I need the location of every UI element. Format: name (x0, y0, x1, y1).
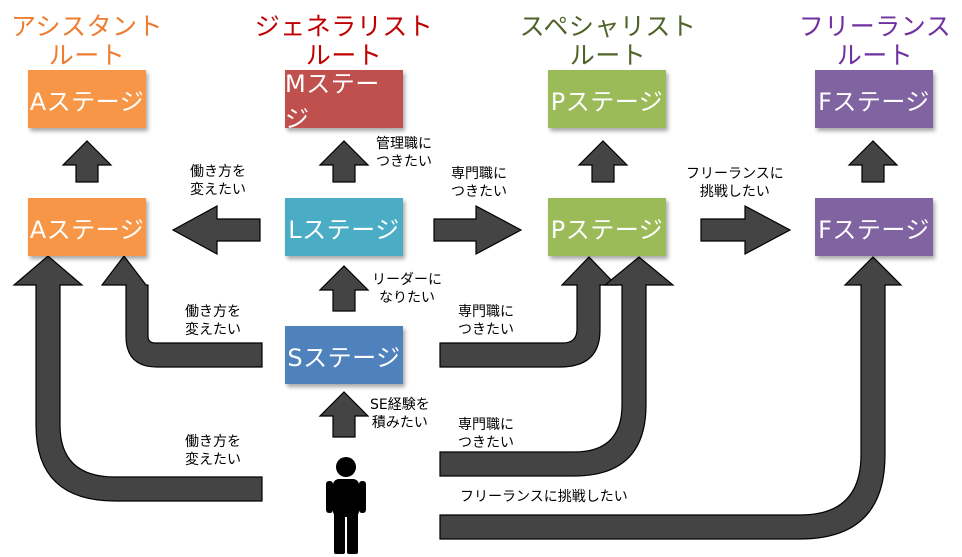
arrow-s-to-a (100, 255, 263, 368)
note-s-to-p-line2: つきたい (458, 322, 514, 338)
note-s-to-a-line2: 変えたい (185, 322, 241, 338)
arrow-start-to-a (12, 255, 263, 502)
route-title-generalist-line2: ルート (305, 41, 383, 70)
note-start-to-s: SE経験を 積みたい (370, 396, 430, 432)
note-p-to-f: フリーランスに 挑戦したい (686, 165, 784, 201)
route-title-specialist: スペシャリスト ルート (510, 12, 706, 70)
note-start-to-p-line1: 専門職に (458, 417, 514, 433)
stage-p-mid: Pステージ (548, 198, 666, 256)
note-s-to-p-line1: 専門職に (458, 304, 514, 320)
note-l-to-p-line2: つきたい (451, 184, 507, 200)
note-start-to-p: 専門職に つきたい (458, 416, 514, 452)
person-icon (326, 457, 366, 554)
note-s-to-a-line1: 働き方を (185, 304, 241, 320)
arrow-a-mid-to-a-top (61, 140, 113, 183)
arrow-s-to-l (318, 265, 370, 312)
route-title-assistant: アシスタント ルート (2, 12, 172, 70)
note-l-to-m-line1: 管理職に (376, 136, 432, 152)
note-start-to-s-line2: 積みたい (371, 415, 428, 431)
route-title-assistant-line1: アシスタント (10, 12, 163, 41)
route-title-freelance: フリーランス ルート (790, 12, 960, 70)
note-l-to-m: 管理職に つきたい (376, 135, 432, 171)
note-start-to-a-line1: 働き方を (185, 434, 241, 450)
note-start-to-p-line2: つきたい (458, 435, 514, 451)
note-l-to-p: 専門職に つきたい (451, 165, 507, 201)
note-l-to-a: 働き方を 変えたい (190, 163, 246, 199)
note-s-to-p: 専門職に つきたい (458, 303, 514, 339)
note-l-to-a-line1: 働き方を (190, 164, 246, 180)
note-start-to-a: 働き方を 変えたい (185, 433, 241, 469)
route-title-generalist: ジェネラリスト ルート (248, 12, 440, 70)
stage-f-mid: Fステージ (815, 198, 933, 256)
arrow-p-mid-to-p-top (577, 140, 629, 183)
stage-a-mid: Aステージ (28, 198, 146, 256)
arrow-p-to-f (700, 205, 792, 255)
route-title-freelance-line2: ルート (836, 41, 914, 70)
arrow-f-mid-to-f-top (847, 140, 899, 183)
arrow-start-to-p (439, 256, 675, 477)
note-start-to-s-line1: SE経験を (370, 397, 430, 413)
arrow-start-to-f (439, 256, 903, 540)
stage-f-top: Fステージ (815, 70, 933, 128)
route-title-specialist-line1: スペシャリスト (519, 12, 697, 41)
note-s-to-l: リーダーに なりたい (372, 271, 442, 307)
stage-s: Sステージ (285, 326, 403, 384)
note-s-to-l-line1: リーダーに (372, 272, 442, 288)
stage-m: Mステージ (285, 70, 403, 133)
note-l-to-a-line2: 変えたい (190, 182, 246, 198)
note-start-to-f: フリーランスに挑戦したい (460, 488, 628, 506)
stage-l: Lステージ (285, 198, 403, 256)
note-start-to-a-line2: 変えたい (185, 452, 241, 468)
note-p-to-f-line1: フリーランスに (686, 166, 784, 182)
note-p-to-f-line2: 挑戦したい (699, 184, 770, 200)
arrow-l-to-p (433, 205, 523, 255)
stage-p-top: Pステージ (548, 70, 666, 128)
note-start-to-f-line1: フリーランスに挑戦したい (460, 489, 628, 505)
arrow-l-to-a (171, 204, 261, 256)
note-l-to-m-line2: つきたい (376, 154, 432, 170)
note-l-to-p-line1: 専門職に (451, 166, 507, 182)
route-title-generalist-line1: ジェネラリスト (254, 12, 434, 41)
route-title-assistant-line2: ルート (48, 41, 126, 70)
note-s-to-l-line2: なりたい (379, 290, 435, 306)
note-s-to-a: 働き方を 変えたい (185, 303, 241, 339)
arrow-start-to-s (318, 391, 370, 438)
route-title-specialist-line2: ルート (569, 41, 647, 70)
route-title-freelance-line1: フリーランス (798, 12, 952, 41)
stage-a-top: Aステージ (28, 70, 146, 128)
arrow-l-to-m (318, 140, 370, 183)
